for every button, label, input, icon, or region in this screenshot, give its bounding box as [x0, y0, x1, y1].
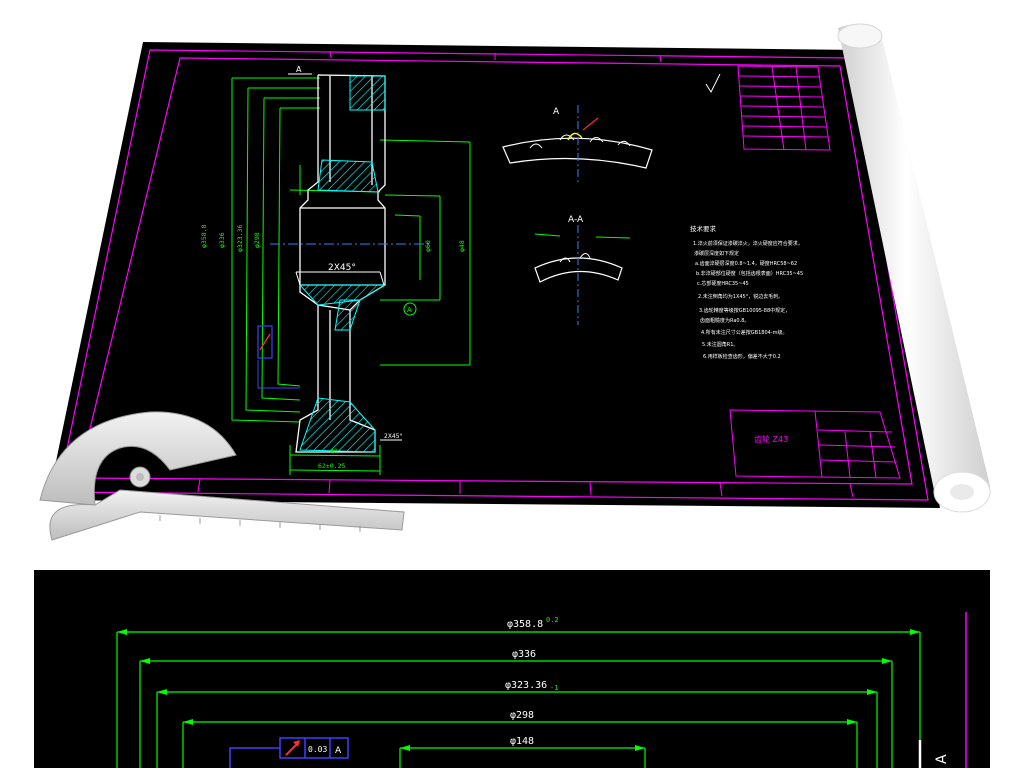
bottom-view-background — [34, 570, 990, 768]
bottom-dim-4: φ148 — [510, 736, 534, 747]
dim-left-2: φ323.36 — [236, 225, 244, 252]
dim-side-2: φ48 — [458, 240, 466, 252]
bottom-tol-lower: -1 — [550, 684, 558, 692]
dim-left-1: φ336 — [218, 232, 226, 248]
dim-left-0: φ358.8 — [200, 224, 208, 248]
bottom-dim-1: φ336 — [512, 649, 536, 660]
dimension-lines — [231, 77, 471, 475]
tech-req-line-6: 3.齿轮精度等级按GB10095-88中规定， — [699, 307, 790, 314]
tech-req-line-0: 1.淬火前须保证渗碳淬火，淬火硬度应符合要求， — [693, 240, 803, 247]
drawing-sheet: 2X45° A A φ358.8 φ336 φ323.36 φ298 φ60 φ… — [48, 42, 940, 508]
protractor-ruler — [39, 411, 405, 541]
tech-req-line-2: a.齿面淬硬层深度0.8~1.4，硬度HRC58~62 — [695, 260, 797, 267]
gear-section-view: 2X45° A A φ358.8 φ336 φ323.36 φ298 φ60 φ… — [200, 65, 471, 475]
tech-req-line-5: 2.未注倒角均为1X45°，锐边去毛刺。 — [698, 293, 783, 300]
bottom-dim-2: φ323.36 — [505, 680, 547, 691]
tech-req-line-4: c.芯部硬度HRC35~45 — [697, 280, 749, 287]
bottom-tol-upper: 0.2 — [546, 616, 559, 624]
tech-req-line-7: 齿面粗糙度为Ra0.8。 — [700, 317, 749, 324]
datum-circle — [403, 302, 417, 316]
section-hatching — [298, 75, 387, 453]
outer-frame — [57, 49, 929, 501]
dim-left-3: φ298 — [253, 232, 261, 248]
chamfer-callout: 2X45° — [295, 263, 385, 286]
bottom-tolerance-frame: 0.03 A — [229, 737, 349, 768]
part-name: 齿轮 Z43 — [754, 434, 788, 444]
tech-req-line-3: b.非淬硬部位硬度（包括齿根表面）HRC35~45 — [696, 270, 803, 277]
chamfer-main-label: 2X45° — [328, 263, 356, 273]
dim-side-1: φ60 — [424, 240, 432, 252]
chamfer-small-label: 2X45° — [384, 433, 403, 440]
section-label: A-A — [568, 215, 584, 225]
tech-req-line-8: 4.所有未注尺寸公差按GB1804-m级。 — [701, 329, 787, 336]
bottom-dim-0: φ358.8 — [507, 619, 543, 630]
parameter-table — [737, 65, 831, 151]
detail-view-label: A — [553, 107, 560, 117]
detail-view-a: A — [502, 105, 653, 185]
paper-roll — [837, 23, 991, 513]
title-block: 齿轮 Z43 — [729, 409, 901, 479]
zone-ticks — [197, 50, 854, 498]
tech-req-line-9: 5.未注圆角R1。 — [702, 341, 738, 348]
tech-req-line-10: 6.用样板检查齿形，偏差不大于0.2 — [703, 353, 781, 360]
bottom-enlarged-view: φ358.8 0.2 φ336 φ323.36 -1 φ298 φ148 0.0… — [34, 570, 990, 768]
bottom-tol-box-value: 0.03 — [308, 745, 327, 754]
tech-requirements: 技术要求 1.淬火前须保证渗碳淬火，淬火硬度应符合要求， 渗碳层深度如下规定 a… — [690, 224, 803, 360]
bottom-tol-datum: A — [335, 746, 342, 756]
section-a-a-view: A-A — [534, 215, 631, 325]
bottom-dim-3: φ298 — [510, 710, 534, 721]
tech-req-line-1: 渗碳层深度如下规定 — [694, 250, 739, 257]
bottom-side-label: A — [934, 754, 950, 764]
tolerance-frame-left — [257, 325, 273, 359]
bottom-dimension-lines — [116, 631, 921, 768]
dim-bottom-1: 40 — [330, 447, 338, 455]
bottom-arrows — [117, 629, 920, 751]
view-label-a: A — [296, 65, 302, 74]
roughness-symbol — [705, 73, 721, 94]
datum-circle-label: A — [407, 306, 412, 314]
tech-req-title: 技术要求 — [690, 224, 717, 233]
dim-bottom-2: 62±0.25 — [318, 462, 345, 470]
sheet-background — [48, 42, 940, 508]
inner-frame — [77, 57, 913, 485]
